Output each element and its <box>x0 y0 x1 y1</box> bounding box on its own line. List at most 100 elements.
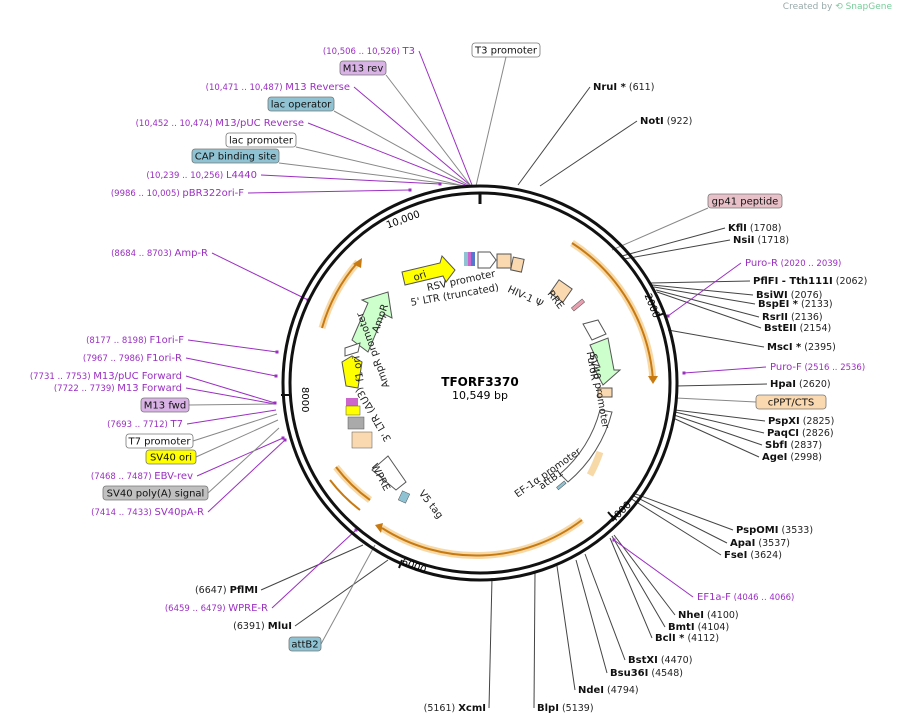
primer-leader <box>667 262 742 317</box>
site-leader <box>651 284 754 296</box>
site-leader <box>611 535 666 628</box>
sv40-ori-feature <box>345 405 361 416</box>
site-label-pspxi: PspXI (2825) <box>768 416 834 427</box>
primer-leader <box>247 189 411 194</box>
site-label-nhei: NheI (4100) <box>678 610 739 621</box>
primer-marker <box>408 188 412 192</box>
primer-leader <box>186 409 277 425</box>
f1-ori-feature <box>341 355 363 389</box>
site-label-noti: NotI (922) <box>640 116 692 127</box>
feature-box-bg <box>225 132 297 148</box>
feature-leader <box>385 74 472 187</box>
site-label-kfli: KflI (1708) <box>728 223 782 234</box>
site-leader <box>674 409 766 422</box>
site-label-apai: ApaI (3537) <box>730 538 790 549</box>
feature-box-bg <box>140 397 190 413</box>
ltr3-feature <box>351 431 373 449</box>
site-label-blpi: BlpI (5139) <box>537 703 594 714</box>
tick-mark <box>656 312 666 317</box>
site-label-bsiwi: BsiWI (2076) <box>756 290 822 301</box>
credit-brand: SnapGene <box>845 2 892 12</box>
site-leader <box>533 571 536 709</box>
site-leader <box>673 414 763 446</box>
v5-tag-feature <box>397 490 411 504</box>
primer-label-pbr322ori-f: (9986 .. 10,005) pBR322ori-F <box>111 188 244 199</box>
primer-marker <box>354 528 358 532</box>
primer-leader <box>353 86 471 186</box>
site-label-hpai: HpaI (2620) <box>770 379 831 390</box>
feature-box-lac-operator: lac operator <box>267 96 335 112</box>
feature-box-bg <box>471 42 541 58</box>
feature-leader <box>207 427 280 494</box>
feature-leader <box>195 419 279 458</box>
wpre-feature <box>371 455 407 491</box>
orf-arc-ampr-line <box>321 261 359 329</box>
site-leader <box>613 534 676 616</box>
ampr-promoter-feature <box>344 342 361 357</box>
feature-box-attb2: attB2 <box>288 636 322 652</box>
feature-box-text: gp41 peptide <box>712 197 779 208</box>
feature-leader <box>295 146 465 187</box>
backbone-outer-circle <box>281 184 679 582</box>
feature-box-sv40-poly-a-signal: SV40 poly(A) signal <box>102 485 209 501</box>
primer-leader <box>260 174 441 185</box>
site-leader <box>629 497 722 556</box>
feature-box-m13-rev: M13 rev <box>339 60 387 76</box>
site-leader <box>556 565 576 691</box>
feature-box-text: SV40 ori <box>150 453 192 464</box>
primer-marker <box>275 350 279 354</box>
feature-box-bg <box>125 433 194 449</box>
ori-feature <box>401 255 456 286</box>
primer-leader <box>613 539 694 598</box>
site-leader <box>517 86 591 186</box>
orf-arc-wpre2-line <box>329 479 361 511</box>
site-label-bsteii: BstEII (2154) <box>764 323 831 334</box>
feature-leader <box>188 403 277 406</box>
tick-8000: 8000 <box>281 387 310 412</box>
primer-label-f1ori-r: (7967 .. 7986) F1ori-R <box>83 353 182 364</box>
primer-label-f1ori-f: (8177 .. 8198) F1ori-F <box>86 335 184 346</box>
site-leader <box>294 559 389 627</box>
feature-box-bg <box>339 60 387 76</box>
label-hiv-psi: HIV-1 Ψ <box>506 284 545 310</box>
site-label-ndei: NdeI (4794) <box>578 685 639 696</box>
inner-features <box>341 251 622 504</box>
m13rev-feature <box>468 252 471 266</box>
primer-label-m13-forward: (7722 .. 7739) M13 Forward <box>54 383 182 394</box>
primer-leader <box>418 50 473 186</box>
feature-box-bg <box>755 394 827 410</box>
orf-arc-bottom-line <box>381 519 583 557</box>
site-label-bsu36i: Bsu36I (4548) <box>610 668 683 679</box>
site-label-pflmi: (6647) PflMI <box>195 585 258 596</box>
site-leader <box>674 411 765 434</box>
feature-box-text: attB2 <box>291 640 318 651</box>
orf-arc-wpre-line <box>335 466 371 501</box>
feature-box-m13-fwd: M13 fwd <box>140 397 190 413</box>
orf-arrowhead <box>648 376 658 384</box>
label-f1-ori: f1 ori <box>351 355 366 383</box>
site-leader <box>656 291 762 329</box>
site-label-pspomi: PspOMI (3533) <box>736 525 813 536</box>
m13-fwd-feature <box>346 398 358 406</box>
snapgene-logo: ⟲ SnapGene <box>835 2 892 12</box>
site-label-paqci: PaqCI (2826) <box>767 428 834 439</box>
site-leader <box>621 227 726 257</box>
leader-lines <box>185 50 768 709</box>
feature-box-bg <box>145 449 197 465</box>
primer-marker <box>273 401 277 405</box>
gp41-feature <box>570 298 586 312</box>
tick-mark <box>607 511 615 520</box>
primer-label-t3: (10,506 .. 10,526) T3 <box>323 46 415 57</box>
primer-label-wpre-r: (6459 .. 6479) WPRE-R <box>165 603 268 614</box>
primer-leader <box>185 375 276 404</box>
orf-arc-ef1a <box>586 450 604 477</box>
label-ori: ori <box>412 269 428 283</box>
lac-feature <box>471 252 475 266</box>
primer-leader <box>271 529 357 609</box>
primer-label-t7: (7693 .. 7712) T7 <box>107 419 183 430</box>
feature-box-text: cPPT/CTS <box>768 398 814 409</box>
feature-box-bg <box>267 96 335 112</box>
site-label-fsei: FseI (3624) <box>724 550 782 561</box>
cap-feature <box>464 252 468 266</box>
